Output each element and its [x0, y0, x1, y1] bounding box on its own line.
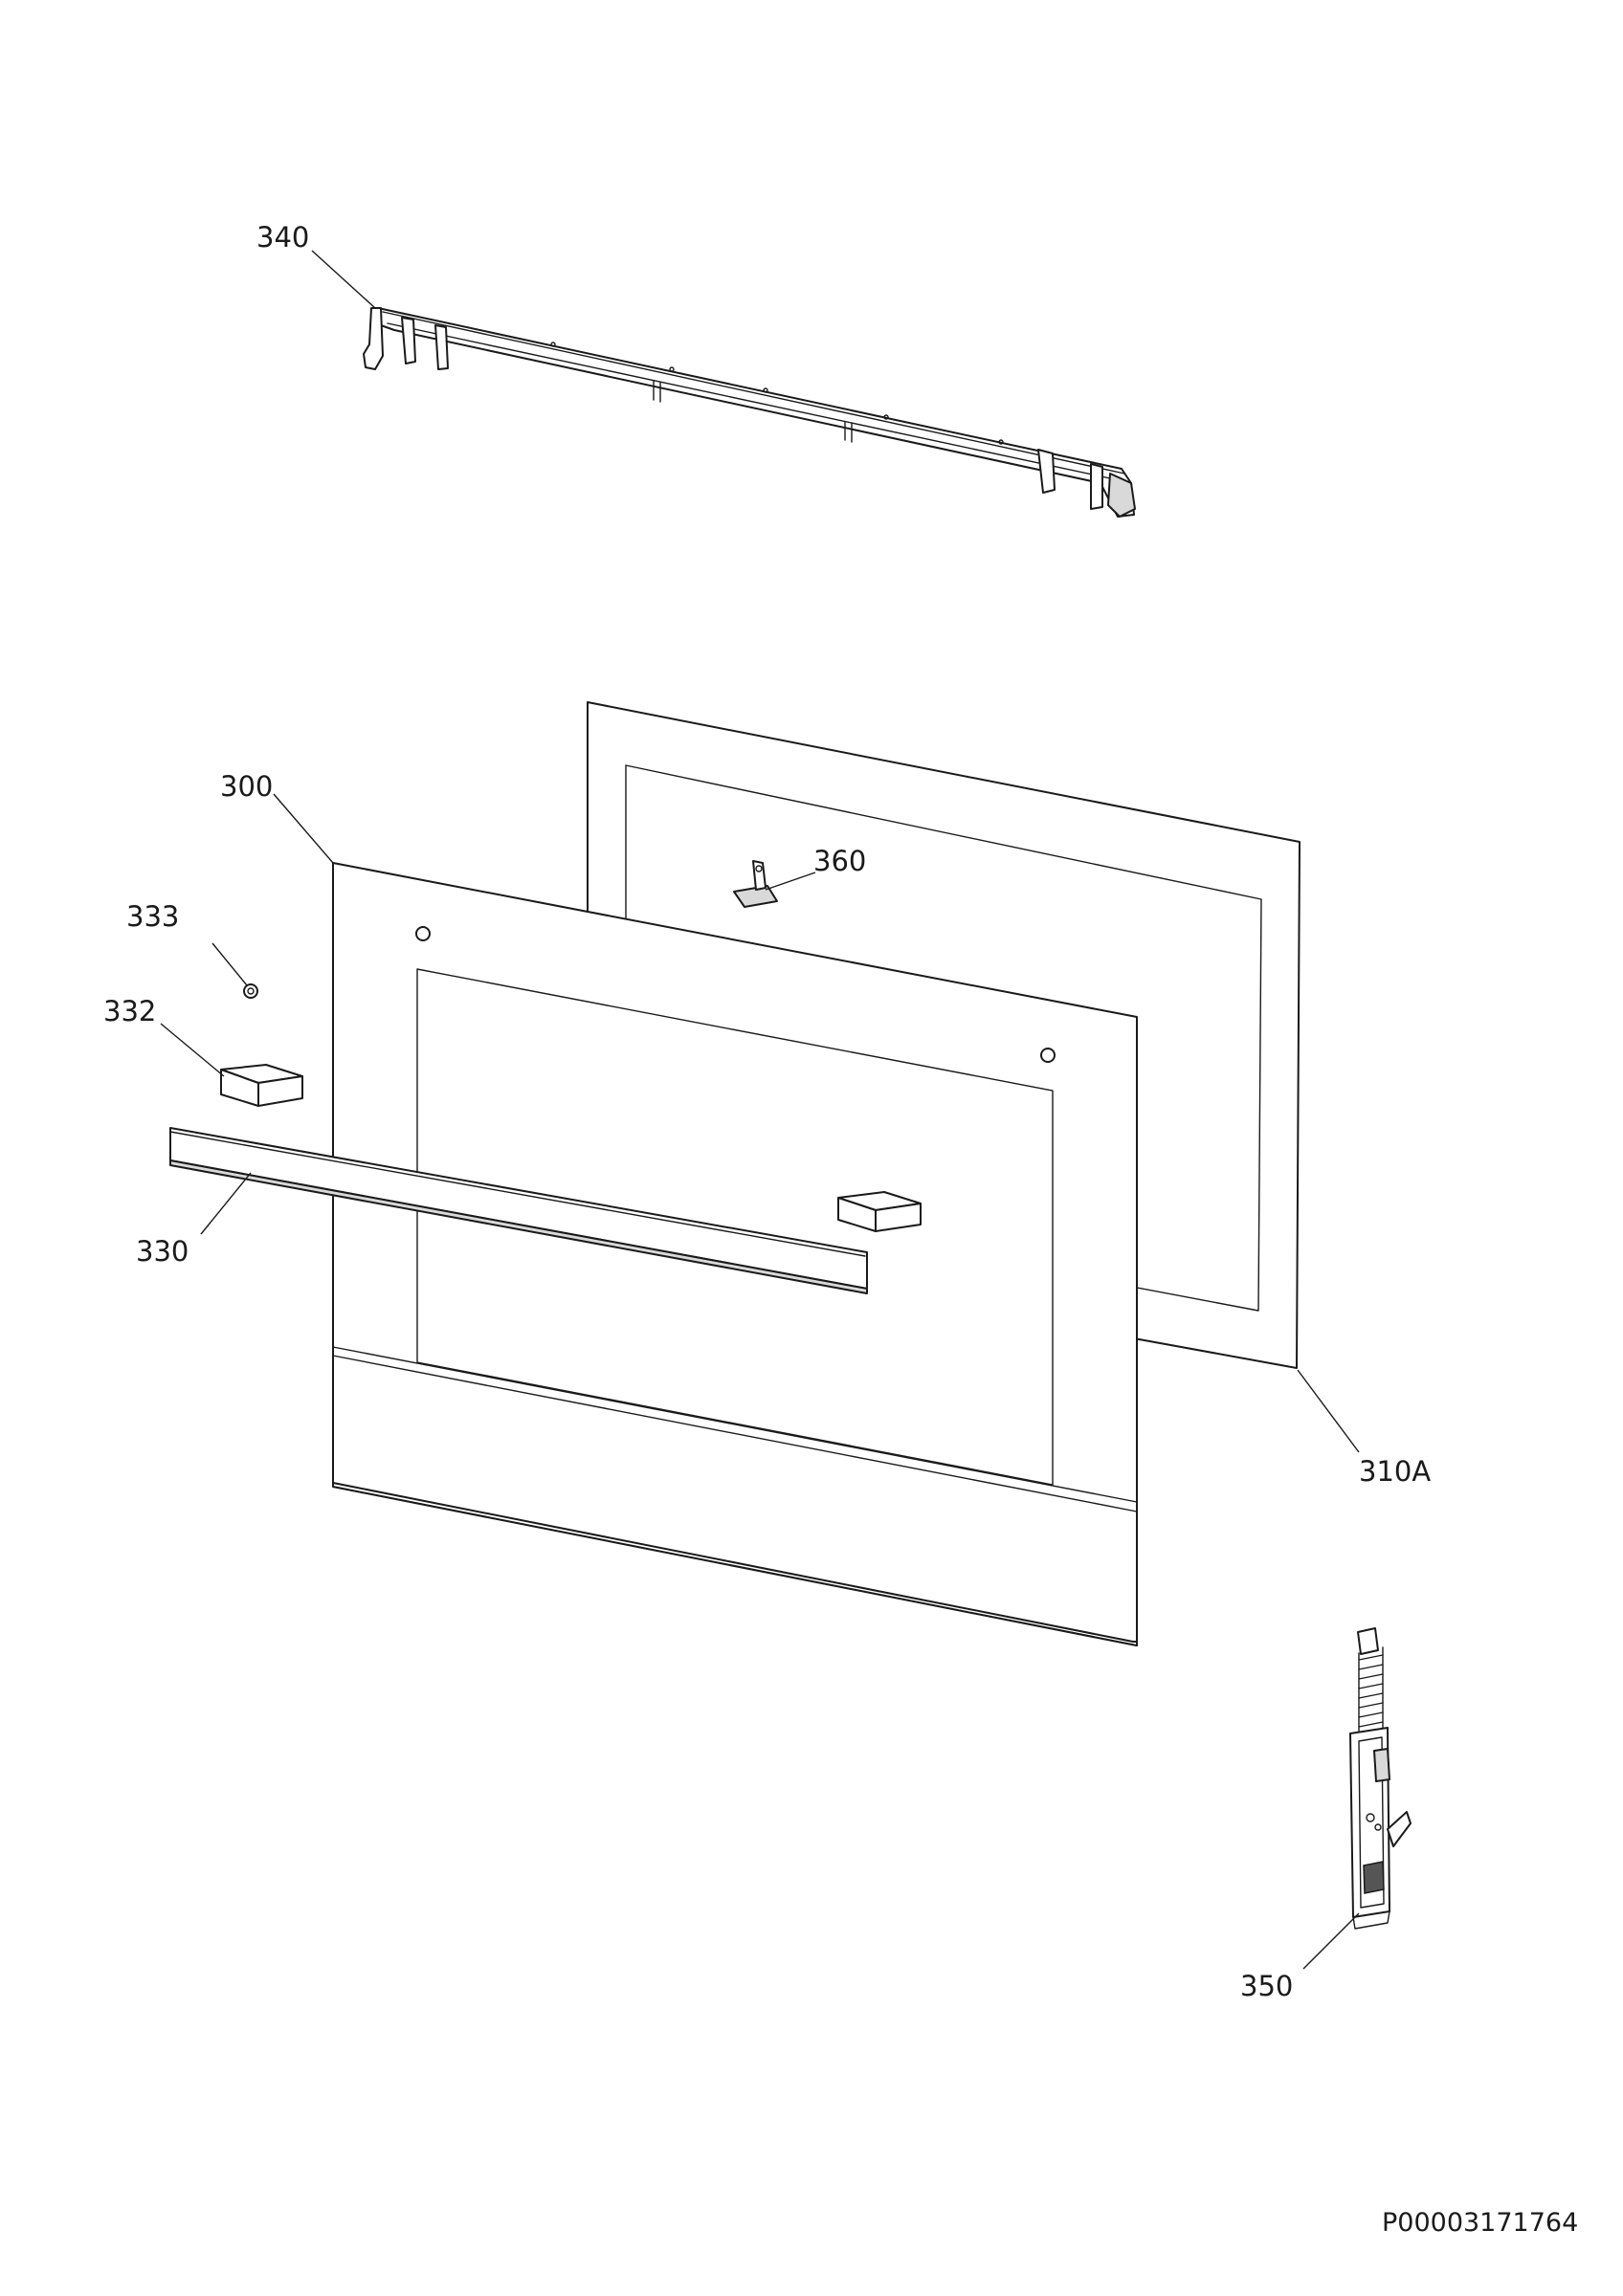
callout-333: 333: [126, 900, 179, 933]
leader-330: [200, 1172, 252, 1235]
leader-310A: [1297, 1369, 1360, 1453]
leader-300: [273, 793, 334, 864]
callout-360: 360: [813, 845, 866, 877]
leader-332: [160, 1023, 225, 1077]
leader-333: [211, 942, 248, 986]
callout-300: 300: [220, 770, 273, 803]
part-350-door-hinge: [1349, 1627, 1412, 1930]
callout-350: 350: [1240, 1970, 1293, 2002]
callout-340: 340: [256, 221, 309, 254]
part-360-glass-clip: [733, 860, 778, 908]
part-330-door-handle-bar: [169, 1127, 868, 1294]
part-332-handle-end-cap-left: [220, 1064, 303, 1107]
part-332-handle-end-cap-right: [837, 1191, 922, 1232]
callout-310A: 310A: [1359, 1455, 1431, 1488]
document-id: P00003171764: [1382, 2208, 1578, 2238]
leader-lines: [160, 250, 1360, 1970]
leader-350: [1302, 1912, 1360, 1970]
callout-330: 330: [136, 1235, 189, 1268]
leader-340: [311, 250, 376, 309]
part-340-door-top-profile: [363, 307, 1136, 518]
callout-labels: 340 300 360 333 332 330 310A 350: [103, 221, 1431, 2002]
callout-332: 332: [103, 995, 156, 1027]
leader-360: [765, 872, 816, 891]
part-333-screw: [243, 983, 258, 999]
